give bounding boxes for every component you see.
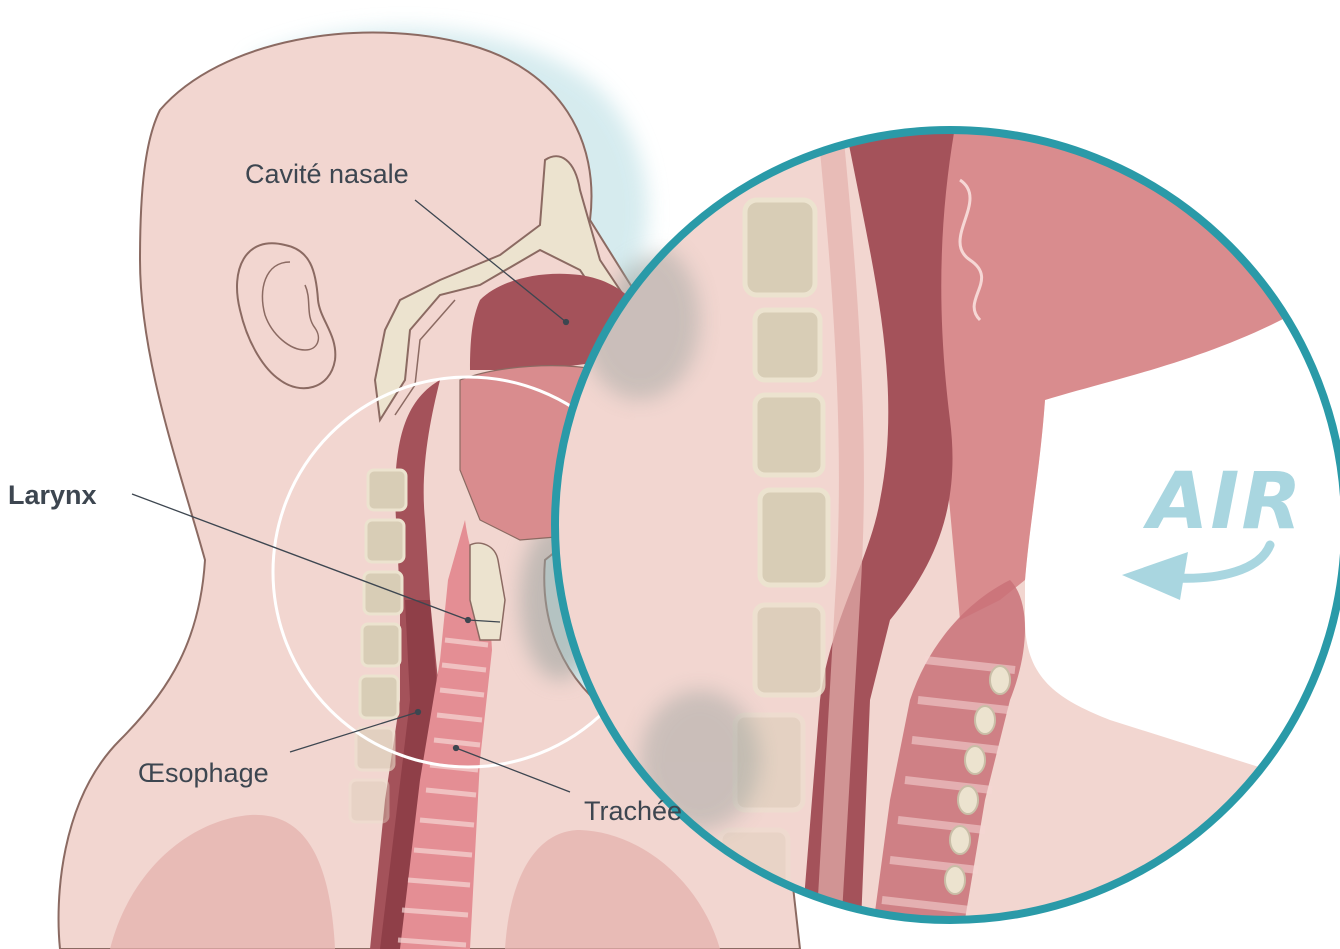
label-esophagus: Œsophage (138, 758, 269, 788)
label-larynx: Larynx (8, 480, 97, 510)
label-nasal-cavity: Cavité nasale (245, 159, 409, 189)
label-trachea: Trachée (584, 796, 682, 826)
air-label: AIR (1142, 457, 1303, 547)
